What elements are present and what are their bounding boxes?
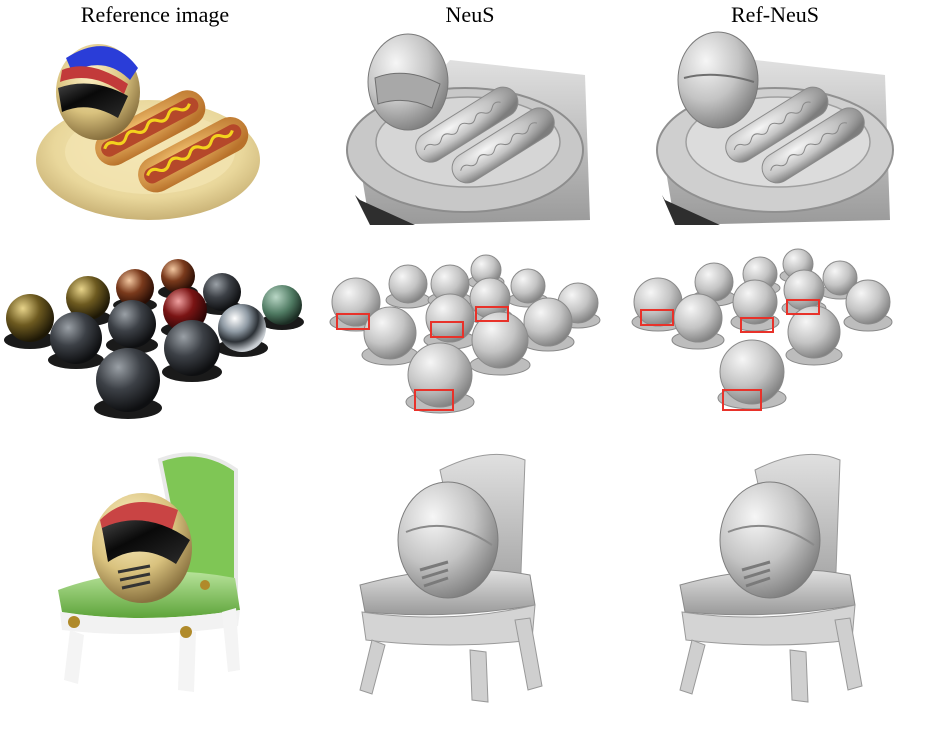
sphere-dark-1 bbox=[48, 312, 104, 369]
neus-helmet-hotdog bbox=[346, 33, 590, 225]
neus-spheres bbox=[329, 254, 601, 414]
reference-helmet-hotdog bbox=[36, 44, 260, 220]
sphere-green bbox=[260, 285, 304, 330]
reference-spheres bbox=[4, 259, 304, 419]
sphere-gold bbox=[4, 294, 56, 349]
neus-highlight-boxes bbox=[336, 306, 509, 411]
column-title-reference: Reference image bbox=[80, 2, 230, 27]
ref-neus-highlight-boxes bbox=[640, 299, 820, 411]
ref-neus-helmet-hotdog bbox=[656, 31, 894, 225]
reference-helmet-chair bbox=[58, 452, 240, 692]
column-title-ref-neus: Ref-NeuS bbox=[731, 2, 819, 27]
sphere-dark-3 bbox=[162, 320, 222, 382]
column-title-neus: NeuS bbox=[445, 2, 495, 27]
ref-neus-helmet-chair bbox=[679, 453, 863, 703]
ref-neus-spheres bbox=[631, 248, 893, 410]
sphere-dark-4 bbox=[94, 348, 162, 419]
neus-helmet-chair bbox=[359, 453, 543, 703]
sphere-chrome bbox=[216, 304, 268, 357]
